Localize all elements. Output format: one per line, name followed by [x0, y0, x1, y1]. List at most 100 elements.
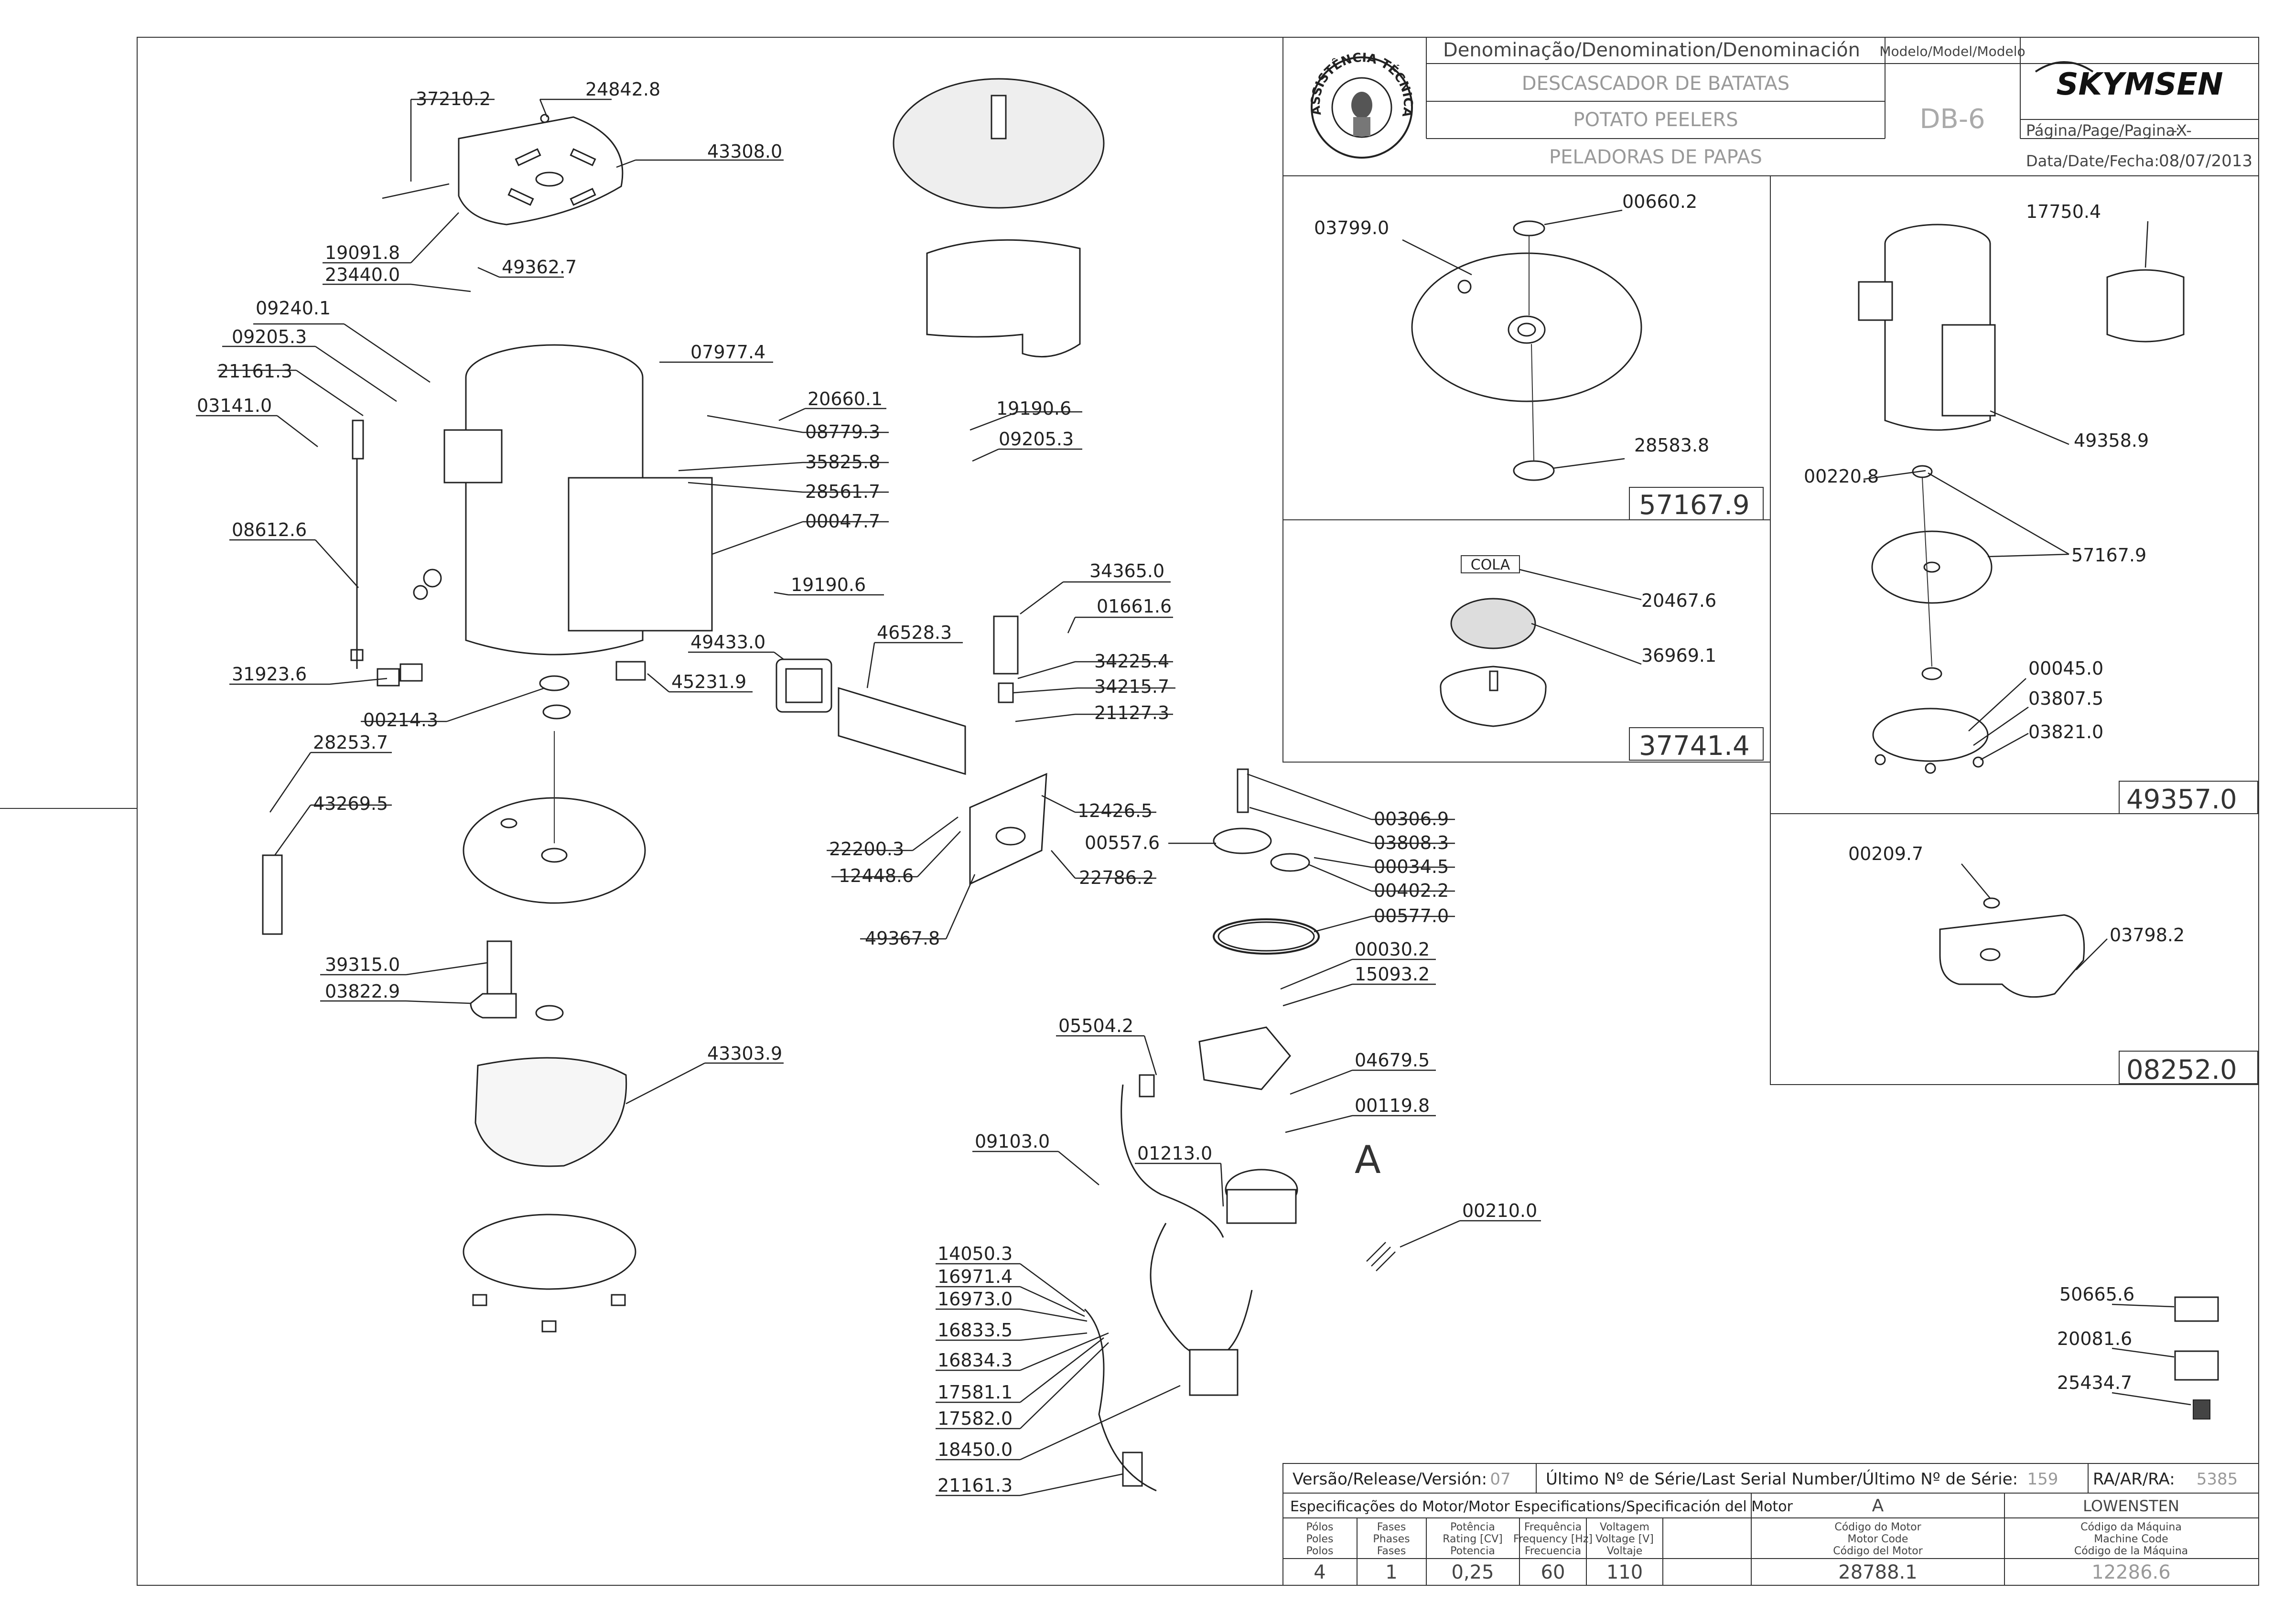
- part-label-p25434-7: 25434.7: [2057, 1372, 2132, 1393]
- serial-value: 159: [2027, 1470, 2058, 1489]
- part-label-p19190-6b: 19190.6: [791, 574, 866, 595]
- title-block: ASSISTÊNCIA TÉCNICA AUTORIZADA Denominaç…: [0, 0, 2259, 176]
- label-00209-7: 00209.7: [1848, 843, 1923, 864]
- part-label-p03822-9: 03822.9: [325, 981, 400, 1002]
- part-label-p01213-0: 01213.0: [1137, 1143, 1212, 1164]
- subassembly-08252: 00209.7 03798.2 08252.0: [1848, 843, 2258, 1086]
- voltage-value: 110: [1606, 1561, 1643, 1583]
- version-value: 07: [1490, 1470, 1510, 1489]
- part-label-2: Potencia: [1450, 1545, 1495, 1557]
- label-36969-1: 36969.1: [1641, 645, 1716, 666]
- part-label-2: Código de la Máquina: [2074, 1545, 2188, 1557]
- part-label-p00402-2: 00402.2: [1374, 880, 1449, 901]
- part-label-1: Voltage [V]: [1595, 1533, 1654, 1545]
- label-17750-4: 17750.4: [2026, 201, 2101, 222]
- part-label-p09240-1: 09240.1: [256, 298, 331, 319]
- part-label-p12448-6: 12448.6: [839, 865, 914, 886]
- part-label-p23440-0: 23440.0: [325, 264, 400, 285]
- serial-label: Último Nº de Série/Last Serial Number/Úl…: [1546, 1469, 2018, 1489]
- part-label-2: Frecuencia: [1525, 1545, 1581, 1557]
- part-label-2: Código del Motor: [1833, 1545, 1923, 1557]
- motor-variant: A: [1872, 1496, 1884, 1516]
- part-label-1: Machine Code: [2094, 1533, 2168, 1545]
- power-value: 0,25: [1451, 1561, 1494, 1583]
- part-label-p00557-6: 00557.6: [1085, 832, 1160, 853]
- label-00220-8: 00220.8: [1804, 466, 1879, 487]
- exploded-view-parts: [262, 78, 2219, 1492]
- part-label-p17582-0: 17582.0: [937, 1408, 1013, 1429]
- model-value: DB-6: [1919, 104, 1985, 135]
- part-label-p21127-3: 21127.3: [1094, 702, 1169, 723]
- part-label-p37210-2: 37210.2: [416, 88, 491, 109]
- part-label-p01661-6: 01661.6: [1097, 596, 1172, 617]
- phases-value: 1: [1385, 1561, 1397, 1583]
- part-label-p31923-6: 31923.6: [232, 664, 307, 685]
- part-label-1: Frequency [Hz]: [1513, 1533, 1593, 1545]
- label-00660-2: 00660.2: [1622, 191, 1697, 212]
- part-label-p09205-3a: 09205.3: [232, 326, 307, 347]
- version-label: Versão/Release/Versión:: [1293, 1470, 1487, 1489]
- part-label-p05504-2: 05504.2: [1058, 1015, 1133, 1036]
- label-57167-9-ref: 57167.9: [2071, 545, 2146, 566]
- part-label-p43303-9: 43303.9: [707, 1043, 782, 1064]
- denomination-label: Denominação/Denomination/Denominación: [1443, 39, 1860, 61]
- assembly-37741-4: 37741.4: [1639, 731, 1750, 762]
- part-label-p00047-7: 00047.7: [805, 511, 880, 532]
- part-label-p15093-2: 15093.2: [1355, 964, 1430, 985]
- part-label-p46528-3: 46528.3: [877, 622, 952, 643]
- skymsen-logo: SKYMSEN: [2035, 61, 2223, 102]
- part-label-p12426-5: 12426.5: [1077, 800, 1153, 821]
- part-label-p00306-9: 00306.9: [1374, 808, 1449, 829]
- part-label-p16834-3: 16834.3: [937, 1350, 1013, 1371]
- part-label-p43308-0: 43308.0: [707, 141, 782, 162]
- part-label-p08779-3: 08779.3: [805, 421, 880, 442]
- part-label-p08612-6: 08612.6: [232, 519, 307, 540]
- label-00045-0: 00045.0: [2028, 658, 2103, 679]
- subassembly-57167: 03799.0 00660.2 28583.8 57167.9: [1314, 191, 1764, 521]
- motor-code-value: 28788.1: [1838, 1561, 1917, 1583]
- assembly-a-marker: A: [1355, 1138, 1381, 1182]
- part-label-0: Código do Motor: [1834, 1521, 1921, 1533]
- frequency-value: 60: [1541, 1561, 1565, 1583]
- part-label-0: Fases: [1377, 1521, 1406, 1533]
- part-label-p16971-4: 16971.4: [937, 1266, 1013, 1287]
- part-label-p00210-0: 00210.0: [1462, 1200, 1537, 1221]
- name-en: POTATO PEELERS: [1573, 109, 1738, 131]
- part-label-p09205-3b: 09205.3: [999, 429, 1074, 450]
- part-label-p49433-0: 49433.0: [690, 632, 765, 653]
- part-label-p34365-0: 34365.0: [1089, 560, 1164, 581]
- part-label-p49367-8: 49367.8: [865, 928, 940, 949]
- cola-label: COLA: [1471, 557, 1510, 573]
- part-label-p14050-3: 14050.3: [937, 1243, 1013, 1264]
- part-label-p03141-0: 03141.0: [197, 395, 272, 416]
- part-label-p39315-0: 39315.0: [325, 954, 400, 975]
- ra-label: RA/AR/RA:: [2093, 1470, 2175, 1489]
- part-label-brand: SKYMSEN: [2056, 67, 2223, 102]
- name-es: PELADORAS DE PAPAS: [1549, 146, 1762, 168]
- part-label-1: Motor Code: [1848, 1533, 1908, 1545]
- part-label-p16833-5: 16833.5: [937, 1320, 1013, 1341]
- part-label-p21161-3b: 21161.3: [937, 1475, 1013, 1496]
- part-label-p35825-8: 35825.8: [805, 452, 880, 473]
- part-label-p50665-6: 50665.6: [2059, 1284, 2134, 1305]
- part-label-0: Código da Máquina: [2080, 1521, 2182, 1533]
- part-label-p00030-2: 00030.2: [1355, 939, 1430, 960]
- part-label-2: Fases: [1377, 1545, 1406, 1557]
- part-label-p28561-7: 28561.7: [805, 481, 880, 502]
- label-03807-5: 03807.5: [2028, 688, 2103, 709]
- part-label-2: Polos: [1306, 1545, 1334, 1557]
- date-label: Data/Date/Fecha:: [2026, 152, 2159, 170]
- part-label-0: Frequência: [1524, 1521, 1582, 1533]
- part-label-0: Voltagem: [1600, 1521, 1649, 1533]
- part-label-p19190-6a: 19190.6: [996, 398, 1071, 419]
- ra-value: 5385: [2197, 1470, 2238, 1489]
- motor-spec-table: Versão/Release/Versión: 07 Último Nº de …: [1282, 1463, 2259, 1586]
- part-label-p00034-5: 00034.5: [1374, 856, 1449, 877]
- label-28583-8: 28583.8: [1634, 435, 1709, 456]
- part-label-p24842-8: 24842.8: [585, 79, 660, 100]
- svg-text:ASSISTÊNCIA TÉCNICA AUTORIZADA: ASSISTÊNCIA TÉCNICA AUTORIZADA: [0, 0, 1415, 118]
- assembly-08252-0: 08252.0: [2126, 1054, 2237, 1086]
- part-label-p22200-3: 22200.3: [829, 839, 904, 860]
- subassembly-37741: COLA 20467.6 36969.1 37741.4: [1440, 555, 1764, 762]
- part-labels: 37210.2 24842.8 43308.0 19091.8 23440.0 …: [197, 79, 2134, 1496]
